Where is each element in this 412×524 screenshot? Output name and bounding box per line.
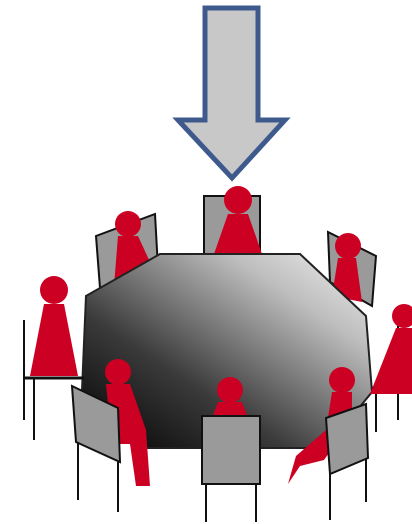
down-arrow-icon [172,5,291,182]
person-left [30,276,78,376]
person-top [214,186,262,254]
person-right [370,304,412,394]
chair-left [23,320,84,440]
chair-front-left [70,384,122,512]
person-front-center [212,377,248,418]
chair-front-right [324,402,370,520]
person-back-left [114,211,150,286]
chair-front-center [201,415,261,522]
